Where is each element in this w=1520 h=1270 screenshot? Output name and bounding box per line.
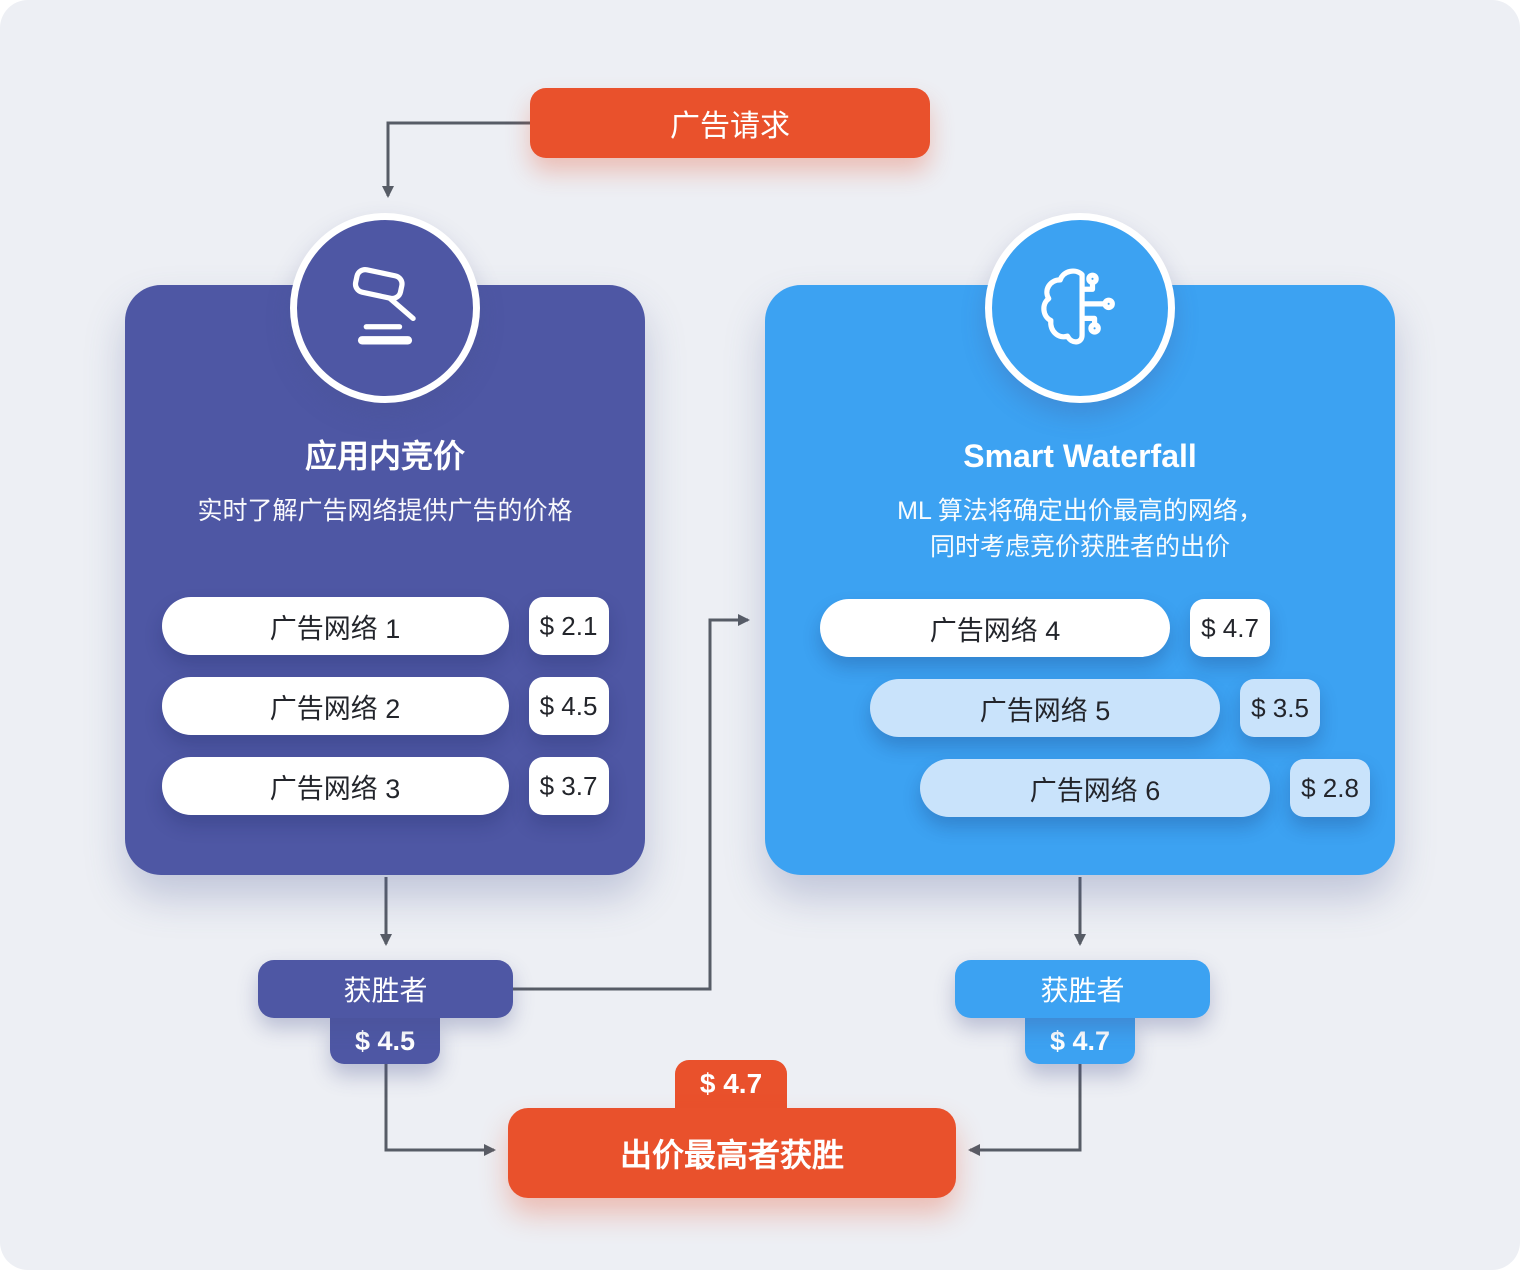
- network-pill: 广告网络 1: [161, 597, 509, 655]
- arrow-left-winner-to-result: [384, 1064, 496, 1156]
- network-row: 广告网络 3 $ 3.7: [161, 757, 609, 815]
- network-pill: 广告网络 6: [920, 759, 1270, 817]
- price-chip: $ 2.1: [528, 597, 609, 655]
- price-chip: $ 2.8: [1290, 759, 1370, 817]
- price-chip: $ 3.5: [1240, 679, 1320, 737]
- bidding-panel-title: 应用内竞价: [304, 438, 465, 474]
- result-pill: 出价最高者获胜: [508, 1108, 956, 1198]
- network-row: 广告网络 2 $ 4.5: [161, 677, 609, 735]
- network-pill: 广告网络 3: [161, 757, 509, 815]
- bidding-winner-price-tag: $ 4.5: [330, 1018, 440, 1064]
- network-pill: 广告网络 2: [161, 677, 509, 735]
- subtitle-line-1: ML 算法将确定出价最高的网络，: [897, 497, 1263, 525]
- waterfall-panel-title: Smart Waterfall: [963, 438, 1197, 474]
- waterfall-panel-subtitle: ML 算法将确定出价最高的网络， 同时考虑竞价获胜者的出价: [897, 493, 1263, 565]
- network-row: 广告网络 5 $ 3.5: [870, 679, 1320, 737]
- waterfall-network-list: 广告网络 4 $ 4.7 广告网络 5 $ 3.5 广告网络 6 $ 2.8: [765, 599, 1395, 839]
- network-pill: 广告网络 4: [820, 599, 1170, 657]
- ad-request-pill: 广告请求: [530, 88, 930, 158]
- result-price-tag: $ 4.7: [675, 1060, 787, 1108]
- price-chip: $ 4.7: [1190, 599, 1270, 657]
- arrow-right-winner-to-result: [968, 1064, 1082, 1156]
- brain-circuit-icon: [985, 213, 1175, 403]
- network-row: 广告网络 6 $ 2.8: [920, 759, 1370, 817]
- price-chip: $ 3.7: [528, 757, 609, 815]
- in-app-bidding-panel: 应用内竞价 实时了解广告网络提供广告的价格 广告网络 1 $ 2.1 广告网络 …: [125, 285, 645, 875]
- price-chip: $ 4.5: [528, 677, 609, 735]
- arrow-request-to-bidding: [382, 121, 530, 198]
- waterfall-winner-pill: 获胜者: [955, 960, 1210, 1018]
- gavel-icon: [290, 213, 480, 403]
- arrow-winner-to-waterfall: [513, 614, 750, 991]
- network-row: 广告网络 4 $ 4.7: [820, 599, 1270, 657]
- bidding-network-list: 广告网络 1 $ 2.1 广告网络 2 $ 4.5 广告网络 3 $ 3.7: [125, 597, 645, 837]
- subtitle-line-2: 同时考虑竞价获胜者的出价: [929, 533, 1230, 561]
- network-pill: 广告网络 5: [870, 679, 1220, 737]
- waterfall-winner-price-tag: $ 4.7: [1025, 1018, 1135, 1064]
- network-row: 广告网络 1 $ 2.1: [161, 597, 609, 655]
- bidding-panel-subtitle: 实时了解广告网络提供广告的价格: [197, 497, 573, 525]
- bidding-winner-pill: 获胜者: [258, 960, 513, 1018]
